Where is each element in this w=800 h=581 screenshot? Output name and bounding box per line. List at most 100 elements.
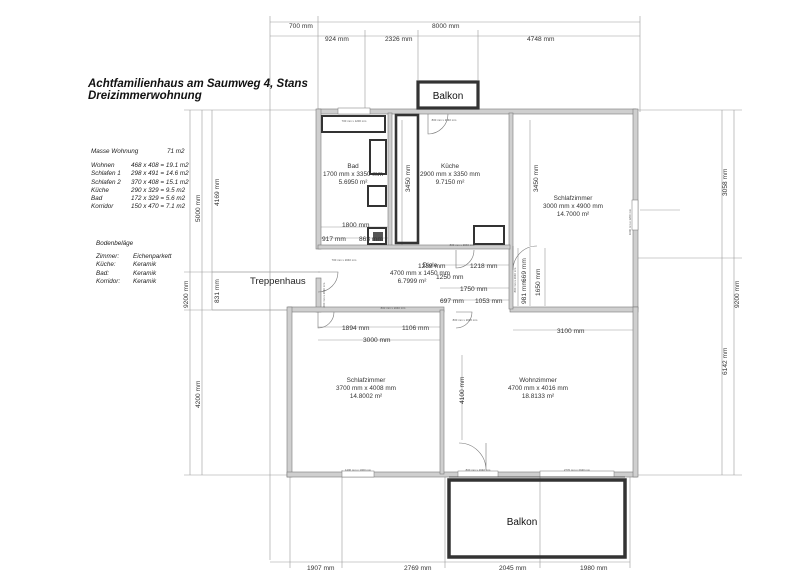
dim-right-9200: 9200 mm bbox=[734, 280, 741, 308]
dim-1800: 1800 mm bbox=[342, 222, 370, 229]
room-wohnzimmer-dims: 4700 mm x 4016 mm bbox=[508, 385, 568, 392]
door-label-wz-bottom-2: 2770 mm x 2040 mm bbox=[564, 468, 591, 472]
door-label-kueche: 800 mm x 2040 mm bbox=[432, 118, 457, 122]
window-label-sw-bottom: 1400 mm x 1000 mm bbox=[345, 468, 372, 472]
door-label-corr: 800 mm x 2040 mm bbox=[381, 306, 406, 310]
dim-left-5000: 5000 mm bbox=[195, 194, 202, 222]
door-label-wz-bottom-1: 800 mm x 2040 mm bbox=[466, 468, 491, 472]
area-row-dims: 150 x 470 = 7.1 m2 bbox=[131, 203, 186, 211]
dim-2326: 2326 mm bbox=[385, 36, 413, 43]
walls bbox=[286, 108, 639, 478]
dim-3450-schlaf: 3450 mm bbox=[533, 164, 540, 192]
room-schlaf-sw-area: 14.8002 m² bbox=[350, 393, 382, 400]
room-diele-dims: 4700 mm x 1450 mm bbox=[390, 270, 450, 277]
room-schlaf-ne-name: Schlafzimmer bbox=[554, 195, 594, 202]
floor-row-name: Zimmer: bbox=[96, 253, 120, 261]
plan-subtitle: Dreizimmerwohnung bbox=[88, 90, 202, 102]
dim-left-4200: 4200 mm bbox=[195, 380, 202, 408]
plan-title: Achtfamilienhaus am Saumweg 4, Stans bbox=[88, 78, 308, 90]
room-bad-name: Bad bbox=[347, 163, 359, 170]
floor-table: Bodenbeläge Zimmer: Eichenparkett Küche: K… bbox=[96, 240, 172, 286]
floor-row-material: Keramik bbox=[133, 269, 157, 277]
dim-700: 700 mm bbox=[289, 23, 313, 30]
area-row-dims: 468 x 408 = 19.1 m2 bbox=[131, 162, 189, 170]
room-schlaf-ne-area: 14.7000 m² bbox=[557, 211, 589, 218]
stairwell-label: Treppenhaus bbox=[250, 276, 306, 287]
area-row-name: Korridor bbox=[91, 203, 114, 211]
door-label-wz-top: 800 mm x 2040 mm bbox=[513, 267, 517, 292]
dim-3000: 3000 mm bbox=[363, 337, 391, 344]
dim-981: 981 mm bbox=[521, 280, 528, 304]
room-wohnzimmer-area: 18.8133 m² bbox=[522, 393, 554, 400]
dim-1980: 1980 mm bbox=[580, 565, 608, 572]
room-bad-area: 5.6950 m² bbox=[339, 179, 368, 186]
door-label-stair: 600 mm x 2040 mm bbox=[322, 282, 326, 307]
door-label-sw-top: 800 mm x 2040 mm bbox=[453, 318, 478, 322]
dim-1250: 1250 mm bbox=[436, 274, 464, 281]
toilet-fixture bbox=[373, 232, 383, 241]
door-label-diele-1: 700 mm x 2040 mm bbox=[332, 258, 357, 262]
floor-row-name: Küche: bbox=[96, 261, 116, 269]
room-kueche-name: Küche bbox=[441, 163, 460, 170]
balcony-top-label: Balkon bbox=[433, 91, 464, 102]
door-arcs bbox=[317, 113, 538, 471]
room-diele-area: 6.7999 m² bbox=[398, 278, 427, 285]
floor-row-material: Keramik bbox=[133, 277, 157, 285]
dim-3450-kueche: 3450 mm bbox=[405, 164, 412, 192]
area-row-dims: 290 x 329 = 9.5 m2 bbox=[131, 186, 186, 194]
floor-row-material: Eichenparkett bbox=[133, 253, 172, 261]
floor-row-name: Korridor: bbox=[96, 277, 121, 285]
dim-1232: 1232 mm bbox=[418, 263, 446, 270]
area-row-name: Bad bbox=[91, 194, 103, 202]
room-kueche-dims: 2900 mm x 3350 mm bbox=[420, 171, 480, 178]
dim-697: 697 mm bbox=[440, 298, 464, 305]
dim-1907: 1907 mm bbox=[307, 565, 335, 572]
area-row-dims: 298 x 491 = 14.6 m2 bbox=[131, 170, 189, 178]
room-schlaf-sw-name: Schlafzimmer bbox=[347, 377, 387, 384]
dim-3100: 3100 mm bbox=[557, 328, 585, 335]
area-row-name: Küche bbox=[91, 186, 109, 194]
dim-1106: 1106 mm bbox=[402, 325, 430, 332]
balcony-bottom-label: Balkon bbox=[507, 517, 538, 528]
room-wohnzimmer-name: Wohnzimmer bbox=[519, 377, 557, 384]
area-table-title: Masse Wohnung bbox=[91, 148, 139, 155]
door-label-diele-2: 800 mm x 2040 mm bbox=[450, 243, 475, 247]
room-schlaf-ne-dims: 3000 mm x 4900 mm bbox=[543, 203, 603, 210]
floor-table-title: Bodenbeläge bbox=[96, 240, 134, 247]
dim-1750: 1750 mm bbox=[460, 286, 488, 293]
dim-917: 917 mm bbox=[322, 236, 346, 243]
dim-1650: 1650 mm bbox=[535, 268, 542, 296]
balcony-bottom bbox=[447, 478, 627, 559]
area-row-name: Wohnen bbox=[91, 162, 115, 170]
fixtures bbox=[321, 113, 505, 245]
area-table-total: 71 m2 bbox=[167, 148, 185, 155]
floor-row-name: Bad: bbox=[96, 269, 109, 277]
dim-863: 863 mm bbox=[359, 236, 383, 243]
dim-left-4169: 4169 mm bbox=[214, 178, 221, 206]
room-bad-dims: 1700 mm x 3350 mm bbox=[323, 171, 383, 178]
dim-924: 924 mm bbox=[325, 36, 349, 43]
balcony-top bbox=[416, 80, 480, 110]
dim-1894: 1894 mm bbox=[342, 325, 370, 332]
room-diele-name: Diele bbox=[423, 262, 438, 269]
dim-right-3058: 3058 mm bbox=[722, 168, 729, 196]
dim-left-9200: 9200 mm bbox=[183, 280, 190, 308]
dim-right-6142: 6142 mm bbox=[722, 347, 729, 375]
room-kueche-area: 9.7150 m² bbox=[436, 179, 465, 186]
windows bbox=[337, 107, 639, 478]
area-row-dims: 370 x 408 = 15.1 m2 bbox=[131, 178, 189, 186]
window-label-schlaf-ne: 1000 mm x 1200 mm bbox=[628, 208, 632, 235]
area-row-name: Schlafen 1 bbox=[91, 170, 121, 178]
dim-2769: 2769 mm bbox=[404, 565, 432, 572]
dim-2045: 2045 mm bbox=[499, 565, 527, 572]
dim-8000: 8000 mm bbox=[432, 23, 460, 30]
dim-left-831: 831 mm bbox=[214, 279, 221, 303]
dim-1218: 1218 mm bbox=[470, 263, 498, 270]
area-table: Masse Wohnung 71 m2 Wohnen 468 x 408 = 19… bbox=[91, 148, 189, 211]
area-row-name: Schlafen 2 bbox=[91, 178, 121, 186]
floor-row-material: Keramik bbox=[133, 261, 157, 269]
dim-1053: 1053 mm bbox=[475, 298, 503, 305]
dim-4100: 4100 mm bbox=[459, 376, 466, 404]
window-label-bad: 700 mm x 1200 mm bbox=[342, 119, 367, 123]
